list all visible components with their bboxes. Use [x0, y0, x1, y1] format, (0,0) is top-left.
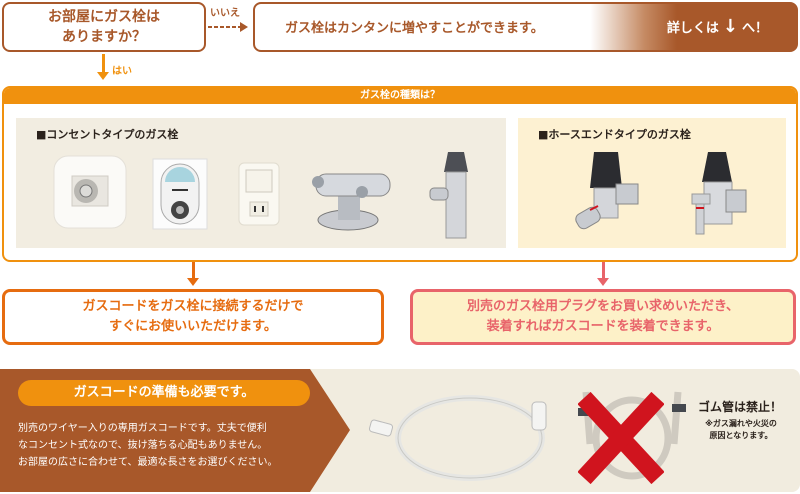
concent-result-line-2: すぐにお使いいただけます。	[109, 319, 277, 334]
wall-outlet-square-image	[53, 155, 127, 229]
cord-desc-line-3: お部屋の広さに合わせて、最適な長さをお選びください。	[18, 457, 278, 468]
cord-title: ガスコードの準備も必要です。	[18, 380, 310, 406]
wall-outlet-oval-image	[152, 158, 208, 230]
yes-arrow-head-icon	[97, 72, 109, 80]
hose-end-valve-horizontal-image	[575, 152, 639, 230]
gas-valve-types-panel: ガス栓の種類は？ ■コンセントタイプのガス栓	[2, 86, 798, 262]
hose-arrow-head-icon	[597, 278, 609, 286]
chrome-twin-valve-image	[312, 173, 391, 231]
hose-result-line-1: 別売のガス栓用プラグをお買い求めいただき、	[466, 299, 740, 314]
no-label: いいえ	[210, 8, 240, 19]
detail-prefix: 詳しくは	[666, 21, 719, 36]
down-arrow-icon: ↓	[722, 15, 738, 37]
cord-desc-line-2: なコンセント式なので、抜け落ちる心配もありません。	[18, 440, 268, 451]
question-line-2: ありますか？	[62, 29, 146, 45]
hose-result-box: 別売のガス栓用プラグをお買い求めいただき、 装着すればガスコードを装着できます。	[410, 289, 796, 345]
yes-arrow-line	[102, 54, 105, 74]
hose-result-line-2: 装着すればガスコードを装着できます。	[486, 319, 720, 334]
detail-suffix: へ！	[741, 21, 768, 36]
concent-arrow-head-icon	[187, 278, 199, 286]
hose-end-valve-vertical-image	[691, 152, 747, 235]
wall-outlet-with-socket-image	[238, 162, 280, 226]
hose-end-type-group: ■ホースエンドタイプのガス栓	[518, 118, 786, 248]
question-line-1: お部屋にガス栓は	[48, 9, 160, 25]
concent-result-line-1: ガスコードをガス栓に接続するだけで	[82, 299, 304, 314]
question-box: お部屋にガス栓は ありますか？	[2, 2, 206, 52]
concent-result-box: ガスコードをガス栓に接続するだけで すぐにお使いいただけます。	[2, 289, 384, 345]
hose-arrow-line	[602, 262, 605, 280]
dashed-arrow-icon	[208, 22, 248, 32]
concent-arrow-line	[192, 262, 195, 280]
rubber-hose-ban-note: ※ガス漏れや火災の 原因となります。	[696, 418, 786, 442]
no-answer-text: ガス栓はカンタンに増やすことができます。	[285, 21, 544, 36]
types-header: ガス栓の種類は？	[4, 88, 796, 104]
chrome-valve-black-knob-image	[429, 152, 468, 239]
detail-link[interactable]: 詳しくは ↓ へ！	[667, 17, 768, 36]
no-answer-box[interactable]: ガス栓はカンタンに増やすことができます。 詳しくは ↓ へ！	[253, 2, 798, 52]
rubber-hose-ban-title: ゴム管は禁止！	[698, 400, 783, 414]
prohibited-x-icon	[578, 392, 664, 484]
gas-cord-image	[368, 395, 547, 481]
concent-type-group: ■コンセントタイプのガス栓	[16, 118, 506, 248]
cord-desc-line-1: 別売のワイヤー入りの専用ガスコードです。丈夫で便利	[18, 423, 267, 434]
hose-end-type-title: ■ホースエンドタイプのガス栓	[538, 128, 691, 141]
yes-label: はい	[112, 66, 132, 77]
ban-note-line-1: ※ガス漏れや火災の	[705, 419, 777, 428]
concent-type-title: ■コンセントタイプのガス栓	[36, 128, 179, 141]
cord-description: 別売のワイヤー入りの専用ガスコードです。丈夫で便利 なコンセント式なので、抜け落…	[18, 420, 328, 471]
ban-note-line-2: 原因となります。	[709, 431, 773, 440]
